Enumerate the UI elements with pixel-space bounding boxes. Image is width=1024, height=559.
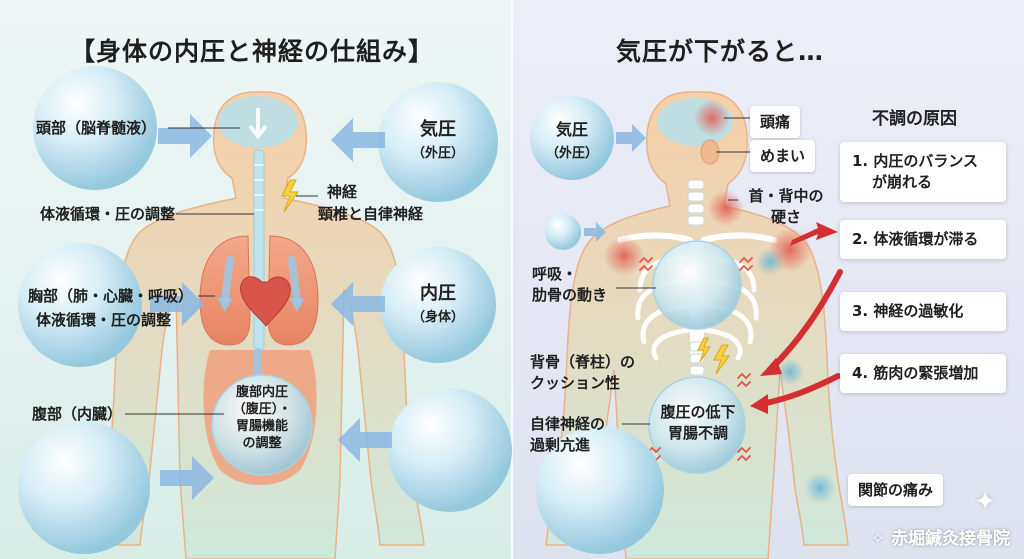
right-title: 気圧が下がると… [616, 37, 825, 66]
symptom-spine-line-2: クッション性 [530, 374, 621, 392]
abdomen-label: 腹部（内臓） [32, 405, 123, 423]
cause-item-2: 2. 体液循環が滞る [840, 220, 1006, 259]
symptom-spine-line-1: 背骨（脊柱）の [530, 353, 636, 371]
symptom-breathing-line-1: 呼吸・ [532, 265, 578, 283]
symptom-autonomic-line-2: 過剰亢進 [530, 436, 591, 454]
right-bubbles [530, 96, 664, 554]
head-label: 頭部（脳脊髄液） [36, 119, 157, 137]
abdomen-center-line-3: 胃腸機能 [235, 419, 288, 434]
symptom-neck-line-1: 首・背中の [748, 187, 824, 205]
symptom-autonomic: 自律神経の 過剰亢進 [530, 414, 605, 456]
cause-item-3-line-1: 3. 神経の過敏化 [852, 302, 964, 320]
bubble-air-sub: （外圧） [411, 146, 464, 161]
abdomen-center-line-4: の調整 [242, 436, 282, 451]
cause-item-4: 4. 筋肉の緊張増加 [840, 354, 1006, 393]
right-bubble-air: 気圧 （外圧） [532, 118, 612, 166]
cause-item-4-line-1: 4. 筋肉の緊張増加 [852, 364, 979, 382]
left-body-figure [95, 91, 425, 559]
cause-item-2-line-1: 2. 体液循環が滞る [852, 230, 979, 248]
bubble-air-pressure: 気圧 （外圧） [398, 118, 478, 166]
right-red-arrows [750, 222, 843, 414]
bubble-internal-sub: （身体） [411, 310, 464, 325]
right-bubble-air-sub: （外圧） [545, 146, 598, 161]
right-bubble-air-title: 気圧 [555, 120, 588, 139]
symptom-autonomic-line-1: 自律神経の [530, 415, 606, 433]
symptom-headache: 頭痛 [750, 106, 801, 138]
symptom-neck-line-2: 硬さ [770, 208, 801, 226]
chest-label: 胸部（肺・心臓・呼吸） [28, 287, 194, 305]
symptom-abdomen-line-2: 胃腸不調 [667, 424, 728, 442]
nerve-sub-label: 頸椎と自律神経 [318, 205, 424, 223]
abdomen-center-line-1: 腹部内圧 [235, 385, 288, 400]
symptom-joint-pain: 関節の痛み [848, 474, 944, 506]
symptom-abdomen-line-1: 腹圧の低下 [660, 403, 736, 421]
symptom-spine: 背骨（脊柱）の クッション性 [530, 352, 635, 394]
bubble-internal-title: 内圧 [420, 283, 456, 304]
cause-item-3: 3. 神経の過敏化 [840, 292, 1006, 331]
fluid-label-top: 体液循環・圧の調整 [40, 205, 176, 223]
chest-sub-label: 体液循環・圧の調整 [36, 311, 172, 329]
left-title: 【身体の内圧と神経の仕組み】 [70, 37, 435, 66]
symptom-breathing-line-2: 肋骨の動き [532, 286, 608, 304]
symptom-breathing: 呼吸・ 肋骨の動き [532, 264, 607, 306]
symptom-dizziness: めまい [750, 140, 816, 172]
panel-divider [511, 0, 513, 559]
symptom-abdomen: 腹圧の低下 胃腸不調 [650, 402, 746, 444]
clinic-watermark: ✧ 赤堀鍼灸接骨院 [870, 529, 1010, 549]
cause-item-1-line-2: が崩れる [872, 173, 933, 191]
bubble-internal-pressure: 内圧 （身体） [398, 282, 478, 330]
nerve-label: 神経 [326, 183, 357, 201]
left-bubbles [18, 66, 512, 554]
sparkle-icon: ✦ [974, 487, 996, 517]
right-leader-lines [616, 117, 750, 425]
left-leader-lines [125, 127, 318, 415]
cause-item-1-line-1: 1. 内圧のバランス [852, 152, 979, 170]
cause-item-1: 1. 内圧のバランス が崩れる [840, 142, 1006, 202]
abdomen-center-line-2: （腹圧）・ [232, 402, 292, 417]
causes-title: 不調の原因 [872, 109, 957, 129]
left-pressure-arrows [150, 114, 392, 500]
bubble-air-title: 気圧 [420, 119, 456, 140]
symptom-neck: 首・背中の 硬さ [738, 186, 834, 228]
clinic-watermark-text: 赤堀鍼灸接骨院 [891, 529, 1010, 549]
abdomen-center-text: 腹部内圧 （腹圧）・ 胃腸機能 の調整 [212, 384, 312, 452]
